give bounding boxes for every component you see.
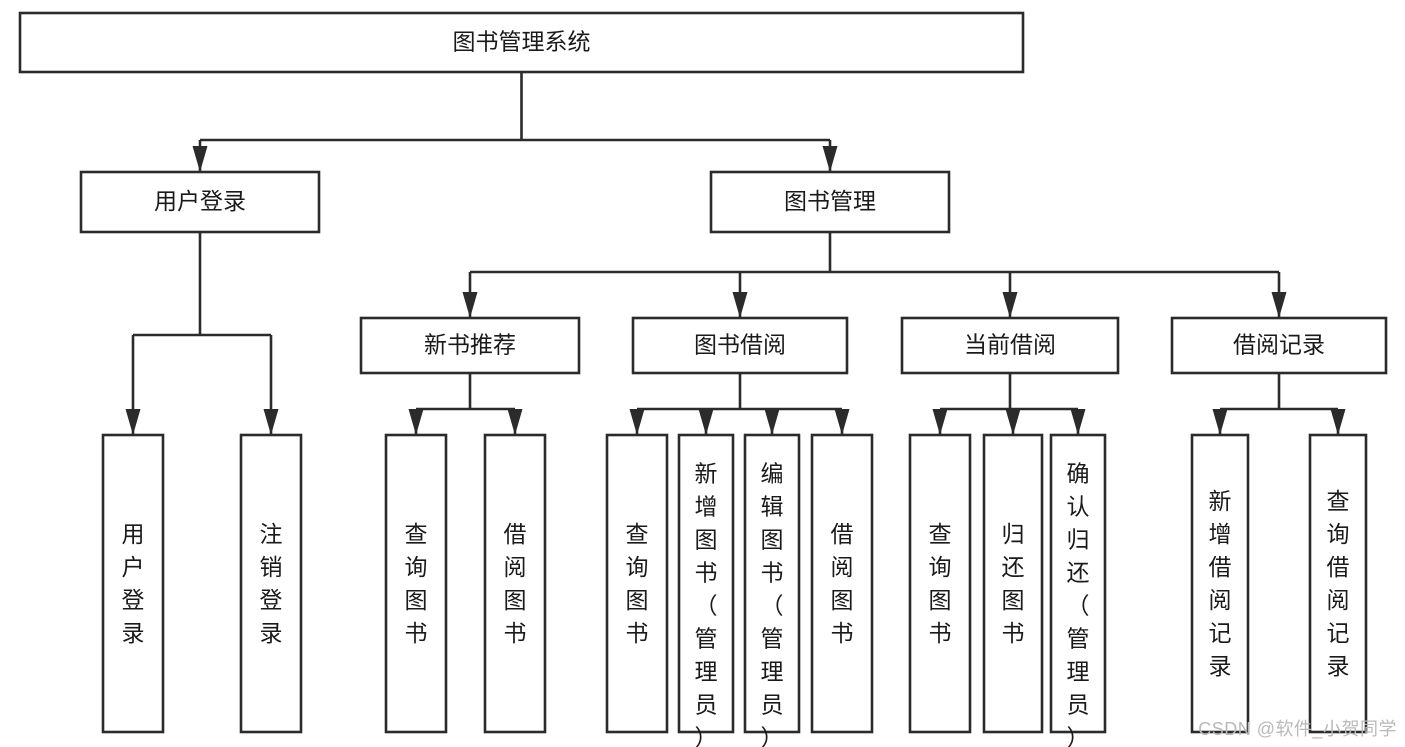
node-root[interactable]: 图书管理系统 xyxy=(18,11,1025,74)
node-user-login[interactable]: 用户登录 xyxy=(79,170,321,234)
node-leaf-add-borrow-record[interactable]: 新增借阅记录 xyxy=(1190,433,1250,734)
node-box-leaf-logout xyxy=(239,433,303,734)
node-label-leaf-edit-book-admin: 编辑图书（管理员） xyxy=(761,461,784,747)
arrow-head-icon-root-0 xyxy=(192,146,208,172)
node-new-book-recommend[interactable]: 新书推荐 xyxy=(359,316,581,375)
arrow-head-icon-book-manage-3 xyxy=(1271,292,1287,318)
arrow-head-icon-new-book-recommend-0 xyxy=(408,409,424,435)
node-box-leaf-borrow-book xyxy=(810,433,874,734)
node-box-borrow-record xyxy=(1170,316,1388,375)
node-label-user-login: 用户登录 xyxy=(154,188,246,214)
node-leaf-borrow-book-recommend[interactable]: 借阅图书 xyxy=(483,433,547,734)
node-leaf-query-borrow-record[interactable]: 查询借阅记录 xyxy=(1308,433,1368,734)
node-box-user-login xyxy=(79,170,321,234)
node-label-new-book-recommend: 新书推荐 xyxy=(424,332,516,358)
node-leaf-logout[interactable]: 注销登录 xyxy=(239,433,303,734)
node-leaf-query-book-recommend[interactable]: 查询图书 xyxy=(384,433,448,734)
node-book-manage[interactable]: 图书管理 xyxy=(709,170,951,234)
node-leaf-query-book-borrow[interactable]: 查询图书 xyxy=(605,433,669,734)
node-label-book-manage: 图书管理 xyxy=(784,188,876,214)
node-box-current-borrow xyxy=(900,316,1120,375)
node-leaf-borrow-book[interactable]: 借阅图书 xyxy=(810,433,874,734)
csdn-watermark: CSDN @软件_小贺同学 xyxy=(1198,719,1397,739)
node-label-leaf-add-borrow-record: 新增借阅记录 xyxy=(1209,488,1232,679)
connector-layer xyxy=(125,72,1346,435)
arrow-head-icon-book-manage-0 xyxy=(462,292,478,318)
node-leaf-confirm-return-admin[interactable]: 确认归还（管理员） xyxy=(1049,433,1107,747)
node-current-borrow[interactable]: 当前借阅 xyxy=(900,316,1120,375)
arrow-head-icon-current-borrow-1 xyxy=(1005,409,1021,435)
node-label-leaf-query-book-current: 查询图书 xyxy=(929,521,952,646)
node-box-new-book-recommend xyxy=(359,316,581,375)
node-box-leaf-query-book-borrow xyxy=(605,433,669,734)
arrow-head-icon-root-1 xyxy=(822,146,838,172)
node-label-leaf-logout: 注销登录 xyxy=(260,521,283,646)
node-box-leaf-return-book xyxy=(982,433,1044,734)
node-label-leaf-borrow-book-recommend: 借阅图书 xyxy=(504,521,527,646)
node-book-borrow[interactable]: 图书借阅 xyxy=(631,316,849,375)
node-box-book-borrow xyxy=(631,316,849,375)
arrow-head-icon-book-borrow-1 xyxy=(698,409,714,435)
node-label-leaf-borrow-book: 借阅图书 xyxy=(831,521,854,646)
arrow-head-icon-book-manage-1 xyxy=(732,292,748,318)
node-box-leaf-add-borrow-record xyxy=(1190,433,1250,734)
arrow-head-icon-book-borrow-0 xyxy=(629,409,645,435)
node-label-root: 图书管理系统 xyxy=(453,29,591,55)
node-box-book-manage xyxy=(709,170,951,234)
node-box-leaf-confirm-return-admin xyxy=(1049,433,1107,734)
node-label-leaf-query-book-recommend: 查询图书 xyxy=(405,521,428,646)
node-leaf-user-login[interactable]: 用户登录 xyxy=(101,433,165,734)
arrow-head-icon-borrow-record-1 xyxy=(1330,409,1346,435)
arrow-head-icon-current-borrow-2 xyxy=(1070,409,1086,435)
node-label-current-borrow: 当前借阅 xyxy=(964,332,1056,358)
node-label-leaf-add-book-admin: 新增图书（管理员） xyxy=(695,461,718,747)
node-label-leaf-query-borrow-record: 查询借阅记录 xyxy=(1327,488,1350,679)
node-leaf-add-book-admin[interactable]: 新增图书（管理员） xyxy=(677,433,735,747)
arrow-head-icon-user-login-1 xyxy=(263,409,279,435)
node-borrow-record[interactable]: 借阅记录 xyxy=(1170,316,1388,375)
node-leaf-query-book-current[interactable]: 查询图书 xyxy=(908,433,972,734)
node-box-leaf-add-book-admin xyxy=(677,433,735,734)
node-box-leaf-user-login xyxy=(101,433,165,734)
node-box-root xyxy=(18,11,1025,74)
node-box-leaf-query-book-current xyxy=(908,433,972,734)
arrow-head-icon-book-manage-2 xyxy=(1002,292,1018,318)
arrow-head-icon-book-borrow-3 xyxy=(834,409,850,435)
arrow-head-icon-new-book-recommend-1 xyxy=(507,409,523,435)
node-box-leaf-query-book-recommend xyxy=(384,433,448,734)
node-label-leaf-confirm-return-admin: 确认归还（管理员） xyxy=(1067,461,1090,747)
node-label-leaf-user-login: 用户登录 xyxy=(122,521,145,646)
node-box-leaf-edit-book-admin xyxy=(743,433,801,734)
node-label-leaf-return-book: 归还图书 xyxy=(1002,521,1025,646)
node-box-leaf-query-borrow-record xyxy=(1308,433,1368,734)
node-label-borrow-record: 借阅记录 xyxy=(1233,332,1325,358)
node-leaf-return-book[interactable]: 归还图书 xyxy=(982,433,1044,734)
node-label-leaf-query-book-borrow: 查询图书 xyxy=(626,521,649,646)
arrow-head-icon-borrow-record-0 xyxy=(1212,409,1228,435)
arrow-head-icon-book-borrow-2 xyxy=(764,409,780,435)
node-box-leaf-borrow-book-recommend xyxy=(483,433,547,734)
node-leaf-edit-book-admin[interactable]: 编辑图书（管理员） xyxy=(743,433,801,747)
node-label-book-borrow: 图书借阅 xyxy=(694,332,786,358)
arrow-head-icon-user-login-0 xyxy=(125,409,141,435)
arrow-head-icon-current-borrow-0 xyxy=(932,409,948,435)
node-layer: 图书管理系统用户登录图书管理新书推荐图书借阅当前借阅借阅记录用户登录注销登录查询… xyxy=(18,11,1388,747)
